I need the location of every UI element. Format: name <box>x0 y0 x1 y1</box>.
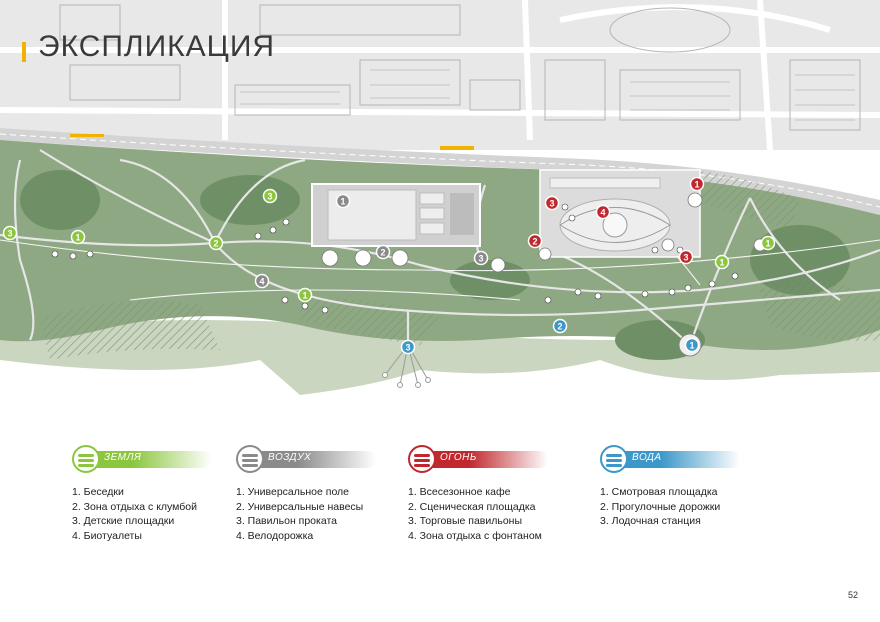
walkways <box>0 149 880 346</box>
city-area <box>0 0 880 150</box>
marker-number: 3 <box>683 253 688 263</box>
legend-badge-water: ВОДА <box>600 441 740 479</box>
marker-air-4[interactable]: 4 <box>254 273 270 289</box>
water-waves-icon <box>600 445 628 473</box>
legend-item: 2. Прогулочные дорожки <box>600 500 721 513</box>
marker-number: 1 <box>75 233 80 243</box>
marker-number: 2 <box>557 322 562 332</box>
legend-items: 1. Универсальное поле 2. Универсальные на… <box>236 485 376 543</box>
city-buildings <box>59 4 861 131</box>
legend-items: 1. Всесезонное кафе 2. Сценическая площад… <box>408 485 548 543</box>
marker-earth-1[interactable]: 1 <box>760 235 776 251</box>
tree-clusters <box>20 170 850 360</box>
parking-lots <box>240 69 855 121</box>
marker-fire-1[interactable]: 1 <box>689 176 705 192</box>
legend-item: 1. Всесезонное кафе <box>408 486 511 498</box>
boat-pier <box>382 344 431 388</box>
marker-number: 1 <box>765 239 770 249</box>
marker-earth-1[interactable]: 1 <box>714 254 730 270</box>
marker-number: 3 <box>405 343 410 353</box>
field-surface <box>327 189 417 241</box>
marker-number: 4 <box>600 208 605 218</box>
legend-items: 1. Беседки 2. Зона отдыха с клумбой 3. Дет… <box>72 485 212 543</box>
marker-number: 3 <box>549 199 554 209</box>
marker-number: 3 <box>267 192 272 202</box>
legend-items: 1. Смотровая площадка 2. Прогулочные доро… <box>600 485 740 529</box>
marker-air-2[interactable]: 2 <box>375 244 391 260</box>
main-road <box>0 128 880 215</box>
legend-title: ЗЕМЛЯ <box>104 452 142 463</box>
marker-fire-4[interactable]: 4 <box>595 204 611 220</box>
marker-number: 1 <box>689 341 694 351</box>
marker-water-1[interactable]: 1 <box>684 337 700 353</box>
legend-group-earth: ЗЕМЛЯ 1. Беседки 2. Зона отдыха с клумбой 3… <box>72 441 212 543</box>
water-edge <box>0 360 880 420</box>
air-waves-icon <box>236 445 264 473</box>
legend-item: 2. Зона отдыха с клумбой <box>72 500 198 513</box>
legend-badge-earth: ЗЕМЛЯ <box>72 441 212 479</box>
marker-fire-3[interactable]: 3 <box>544 195 560 211</box>
legend-item: 3. Торговые павильоны <box>408 515 523 527</box>
marker-number: 1 <box>694 180 699 190</box>
legend-item: 3. Павильон проката <box>236 515 337 527</box>
legend-item: 2. Сценическая площадка <box>408 500 536 513</box>
site-plan-map[interactable]: 1 1 1 1 2 3 3 1 2 3 4 1 2 3 3 4 1 2 3 <box>0 0 880 420</box>
legend-group-fire: ОГОНЬ 1. Всесезонное кафе 2. Сценическая п… <box>408 441 548 543</box>
legend-title: ОГОНЬ <box>440 452 477 463</box>
marker-number: 2 <box>532 237 537 247</box>
legend-item: 4. Биотуалеты <box>72 529 142 542</box>
marker-number: 1 <box>302 291 307 301</box>
legend-item: 1. Смотровая площадка <box>600 486 718 498</box>
marker-number: 3 <box>7 229 12 239</box>
legend-group-water: ВОДА 1. Смотровая площадка 2. Прогулочные … <box>600 441 740 529</box>
legend-item: 3. Лодочная станция <box>600 515 701 527</box>
marker-earth-1[interactable]: 1 <box>70 229 86 245</box>
marker-water-2[interactable]: 2 <box>552 318 568 334</box>
canopies <box>321 192 767 273</box>
marker-air-3[interactable]: 3 <box>473 250 489 266</box>
fire-waves-icon <box>408 445 436 473</box>
legend-title: ВОЗДУХ <box>268 452 312 463</box>
marker-number: 2 <box>380 248 385 258</box>
marker-number: 3 <box>478 254 483 264</box>
legend-title: ВОДА <box>632 452 662 463</box>
marker-number: 4 <box>259 277 264 287</box>
legend-item: 1. Универсальное поле <box>236 486 350 498</box>
legend-item: 4. Зона отдыха с фонтаном <box>408 529 542 542</box>
marker-fire-2[interactable]: 2 <box>527 233 543 249</box>
marker-earth-2[interactable]: 2 <box>208 235 224 251</box>
marker-earth-1[interactable]: 1 <box>297 287 313 303</box>
legend-badge-air: ВОЗДУХ <box>236 441 376 479</box>
title-accent <box>22 42 26 62</box>
marker-earth-3[interactable]: 3 <box>262 188 278 204</box>
marker-air-1[interactable]: 1 <box>335 193 351 209</box>
map-markers: 1 1 1 1 2 3 3 1 2 3 4 1 2 3 3 4 1 2 3 <box>2 176 776 355</box>
marker-number: 1 <box>340 197 345 207</box>
legend-group-air: ВОЗДУХ 1. Универсальное поле 2. Универсаль… <box>236 441 376 543</box>
marker-earth-3[interactable]: 3 <box>2 225 18 241</box>
crosswalk <box>440 146 474 150</box>
marker-number: 2 <box>213 239 218 249</box>
marker-water-3[interactable]: 3 <box>400 339 416 355</box>
city-roads <box>0 0 880 151</box>
hatched-zones <box>40 170 880 360</box>
legend-badge-fire: ОГОНЬ <box>408 441 548 479</box>
gazebos <box>51 203 739 314</box>
legend-item: 2. Универсальные навесы <box>236 500 364 513</box>
legend-item: 3. Детские площадки <box>72 515 175 527</box>
marker-number: 1 <box>719 258 724 268</box>
page-title: ЭКСПЛИКАЦИЯ <box>38 30 276 63</box>
legend-item: 1. Беседки <box>72 486 124 498</box>
legend-item: 4. Велодорожка <box>236 529 314 542</box>
marker-fire-3[interactable]: 3 <box>678 249 694 265</box>
page-number: 52 <box>847 590 858 600</box>
earth-waves-icon <box>72 445 100 473</box>
